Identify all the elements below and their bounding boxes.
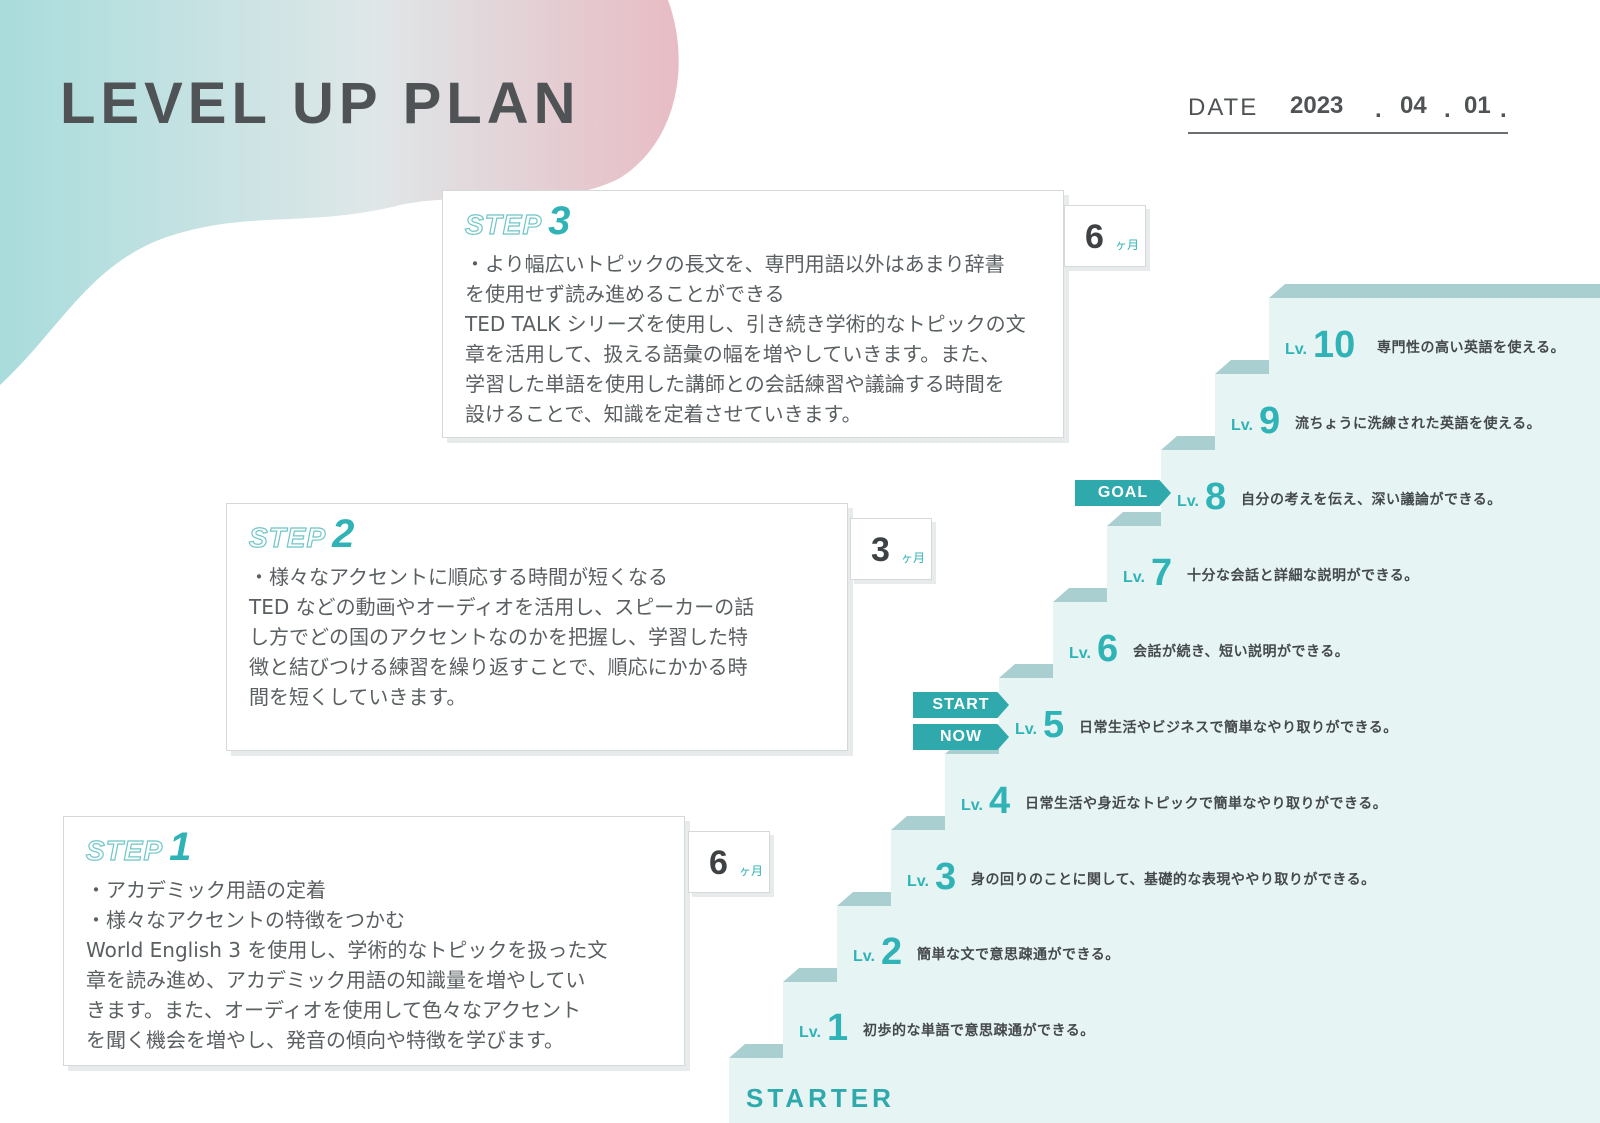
level-number: 8 (1205, 476, 1227, 518)
date-year: 2023 (1290, 92, 1344, 119)
level-prefix: Lv. (907, 873, 929, 890)
step-1-line: ・様々なアクセントの特徴をつかむ (86, 908, 405, 932)
step-word: STEP (464, 208, 543, 240)
now-tag: NOW (913, 724, 1009, 750)
level-prefix: Lv. (1123, 569, 1145, 586)
date-month: 04 (1400, 92, 1427, 119)
level-description: 会話が続き、短い説明ができる。 (1133, 643, 1350, 659)
level-description: 専門性の高い英語を使える。 (1377, 339, 1566, 355)
level-description: 身の回りのことに関して、基礎的な表現ややり取りができる。 (971, 871, 1376, 887)
step-1-duration: 6 ヶ月 (688, 831, 770, 893)
step-1-line: World English 3 を使用し、学術的なトピックを扱った文 (86, 938, 608, 962)
level-prefix: Lv. (961, 797, 983, 814)
duration-unit: ヶ月 (1115, 238, 1140, 252)
duration-unit: ヶ月 (901, 551, 926, 565)
date-label: DATE (1188, 94, 1259, 121)
step-2-line: TED などの動画やオーディオを活用し、スピーカーの話 (249, 595, 755, 619)
level-number: 7 (1151, 552, 1173, 594)
level-prefix: Lv. (853, 948, 875, 965)
step-2-duration: 3 ヶ月 (850, 518, 932, 580)
page-title: LEVEL UP PLAN (60, 71, 581, 136)
step-1-line: ・アカデミック用語の定着 (86, 878, 326, 902)
level-description: 簡単な文で意思疎通ができる。 (917, 946, 1120, 962)
step-3-line: 章を活用して、扱える語彙の幅を増やしていきます。また、 (465, 342, 1001, 366)
level-number: 10 (1313, 324, 1356, 366)
duration-unit: ヶ月 (739, 864, 764, 878)
start-tag: START (913, 692, 1009, 718)
level-number: 2 (881, 931, 903, 973)
duration-value: 3 (871, 531, 890, 569)
date-separator: . (1500, 96, 1507, 123)
step-2-line: ・様々なアクセントに順応する時間が短くなる (249, 565, 668, 589)
level-prefix: Lv. (1177, 493, 1199, 510)
level-prefix: Lv. (799, 1024, 821, 1041)
duration-value: 6 (709, 844, 728, 882)
step-2-body: ・様々なアクセントに順応する時間が短くなる TED などの動画やオーディオを活用… (249, 562, 754, 712)
step-1-line: きます。また、オーディオを使用して色々なアクセント (86, 998, 581, 1022)
stair-riser (1269, 284, 1600, 298)
level-description: 初歩的な単語で意思疎通ができる。 (863, 1022, 1095, 1038)
level-description: 十分な会話と詳細な説明ができる。 (1187, 567, 1419, 583)
level-description: 流ちょうに洗練された英語を使える。 (1295, 415, 1542, 431)
step-2-line: し方でどの国のアクセントなのかを把握し、学習した特 (249, 625, 748, 649)
level-prefix: Lv. (1069, 645, 1091, 662)
step-number: 2 (332, 512, 355, 556)
level-number: 6 (1097, 628, 1119, 670)
step-number: 3 (548, 199, 571, 243)
step-3-line: 設けることで、知識を定着させていきます。 (465, 402, 862, 426)
date-separator: . (1375, 96, 1382, 123)
goal-tag: GOAL (1075, 480, 1171, 506)
date-day: 01 (1464, 92, 1491, 119)
stair-step (1269, 298, 1600, 1123)
level-number: 4 (989, 780, 1011, 822)
duration-value: 6 (1085, 218, 1104, 256)
step-2-line: 徴と結びつける練習を繰り返すことで、順応にかかる時 (249, 655, 748, 679)
level-description: 日常生活やビジネスで簡単なやり取りができる。 (1079, 719, 1398, 735)
step-3-duration: 6 ヶ月 (1064, 205, 1146, 267)
step-2-line: 間を短くしていきます。 (249, 685, 467, 709)
level-prefix: Lv. (1285, 341, 1307, 358)
step-3-line: を使用せず読み進めることができる (465, 282, 785, 306)
level-prefix: Lv. (1231, 417, 1253, 434)
step-1-line: 章を読み進め、アカデミック用語の知識量を増やしてい (86, 968, 586, 992)
date-separator: . (1444, 96, 1451, 123)
level-number: 1 (827, 1007, 849, 1049)
step-1-body: ・アカデミック用語の定着 ・様々なアクセントの特徴をつかむ World Engl… (86, 875, 607, 1055)
level-description: 日常生活や身近なトピックで簡単なやり取りができる。 (1025, 795, 1388, 811)
step-3-line: TED TALK シリーズを使用し、引き続き学術的なトピックの文 (465, 312, 1026, 336)
level-prefix: Lv. (1015, 721, 1037, 738)
step-3-line: ・より幅広いトピックの長文を、専門用語以外はあまり辞書 (465, 252, 1005, 276)
step-3-body: ・より幅広いトピックの長文を、専門用語以外はあまり辞書 を使用せず読み進めること… (465, 249, 1026, 429)
level-number: 5 (1043, 704, 1065, 746)
starter-label: STARTER (746, 1083, 895, 1113)
level-description: 自分の考えを伝え、深い議論ができる。 (1241, 491, 1502, 507)
level-number: 9 (1259, 400, 1281, 442)
step-3-line: 学習した単語を使用した講師との会話練習や議論する時間を (465, 372, 1005, 396)
step-word: STEP (248, 521, 327, 553)
step-word: STEP (85, 834, 164, 866)
date-field: DATE 2023 . 04 . 01 . (1188, 90, 1508, 134)
level-number: 3 (935, 856, 957, 898)
gradient-blob (0, 0, 679, 385)
step-1-line: を聞く機会を増やし、発音の傾向や特徴を学びます。 (86, 1028, 564, 1052)
step-number: 1 (169, 825, 192, 869)
